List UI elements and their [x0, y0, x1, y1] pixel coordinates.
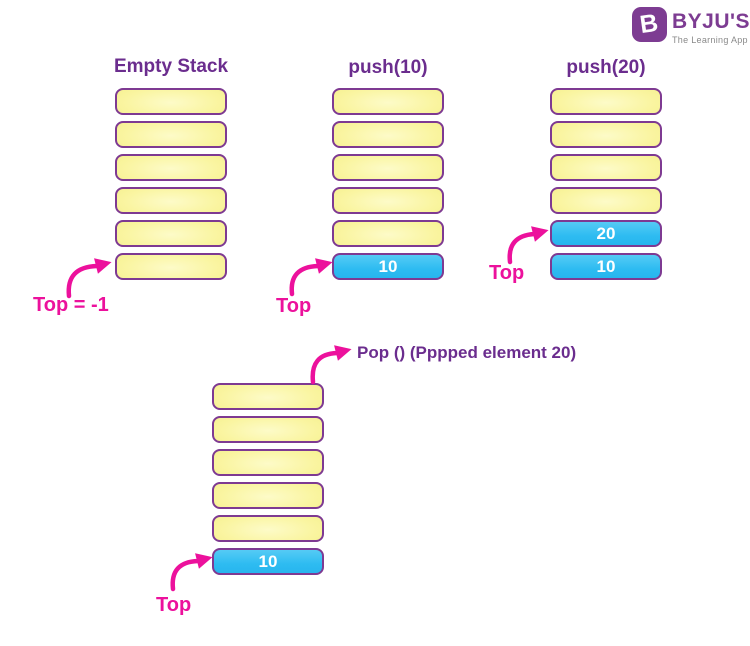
byjus-logo: B BYJU'S The Learning App	[632, 7, 750, 45]
byjus-logo-letter: B	[638, 8, 661, 40]
byjus-logo-name: BYJU'S	[672, 10, 750, 33]
stack-slot-empty	[115, 88, 227, 115]
stack-slot-empty	[212, 515, 324, 542]
stack-after-push-10: 10	[332, 88, 444, 286]
stack-slot-empty	[212, 383, 324, 410]
stack-slot-filled: 20	[550, 220, 662, 247]
stack-slot-empty	[550, 121, 662, 148]
stack-title-push-20: push(20)	[566, 57, 646, 78]
stack-slot-empty	[115, 187, 227, 214]
pop-arrow	[310, 345, 352, 385]
stack-title-push-10: push(10)	[348, 57, 428, 78]
stack-slot-empty	[115, 121, 227, 148]
stack-title-empty-stack: Empty Stack	[113, 56, 229, 77]
stack-slot-empty	[115, 154, 227, 181]
stack-empty	[115, 88, 227, 286]
stack-slot-empty	[332, 88, 444, 115]
stack-slot-empty	[550, 88, 662, 115]
top-arrow-push-20	[507, 226, 549, 265]
byjus-logo-text: BYJU'S The Learning App	[672, 7, 750, 45]
top-arrow-empty-stack	[66, 258, 112, 299]
stack-slot-filled: 10	[332, 253, 444, 280]
stack-slot-filled: 10	[550, 253, 662, 280]
stack-slot-empty	[332, 220, 444, 247]
top-label-push-10: Top	[276, 295, 312, 317]
stack-slot-empty	[550, 187, 662, 214]
byjus-logo-icon: B	[632, 7, 667, 42]
pop-annotation: Pop () (Pppped element 20)	[357, 343, 577, 362]
stack-slot-empty	[115, 253, 227, 280]
stack-slot-empty	[550, 154, 662, 181]
top-label-push-20: Top	[489, 262, 525, 284]
top-label-empty-stack: Top = -1	[33, 294, 109, 316]
stack-slot-empty	[332, 154, 444, 181]
stack-slot-empty	[212, 449, 324, 476]
top-arrow-push-10	[289, 258, 333, 297]
stack-slot-filled: 10	[212, 548, 324, 575]
stack-slot-empty	[332, 121, 444, 148]
stack-slot-empty	[332, 187, 444, 214]
byjus-logo-tagline: The Learning App	[672, 35, 748, 45]
stack-slot-empty	[212, 416, 324, 443]
stack-slot-empty	[212, 482, 324, 509]
stack-after-pop: 10	[212, 383, 324, 581]
top-arrow-pop-stack	[170, 553, 213, 592]
stack-slot-empty	[115, 220, 227, 247]
top-label-pop: Top	[156, 594, 192, 616]
